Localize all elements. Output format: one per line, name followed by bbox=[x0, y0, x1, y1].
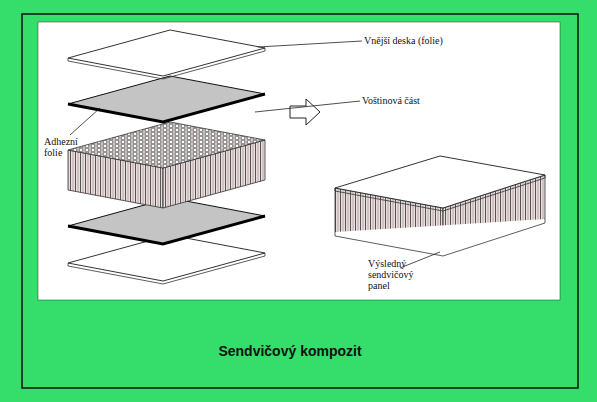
leader-lines bbox=[70, 41, 440, 268]
outer-frame bbox=[22, 14, 578, 388]
part-label: Adhezní folie bbox=[44, 136, 84, 158]
exploded-layers bbox=[68, 30, 265, 284]
figure-panel bbox=[38, 22, 560, 300]
assembled-panel bbox=[335, 156, 545, 256]
diagram-title: Sendvičový kompozit bbox=[140, 343, 440, 359]
process-arrow bbox=[290, 99, 320, 125]
part-label: Vnější deska (folie) bbox=[364, 35, 484, 46]
part-label: Výsledný sendvičový panel bbox=[368, 258, 422, 291]
part-label: Voštinová část bbox=[362, 95, 462, 106]
